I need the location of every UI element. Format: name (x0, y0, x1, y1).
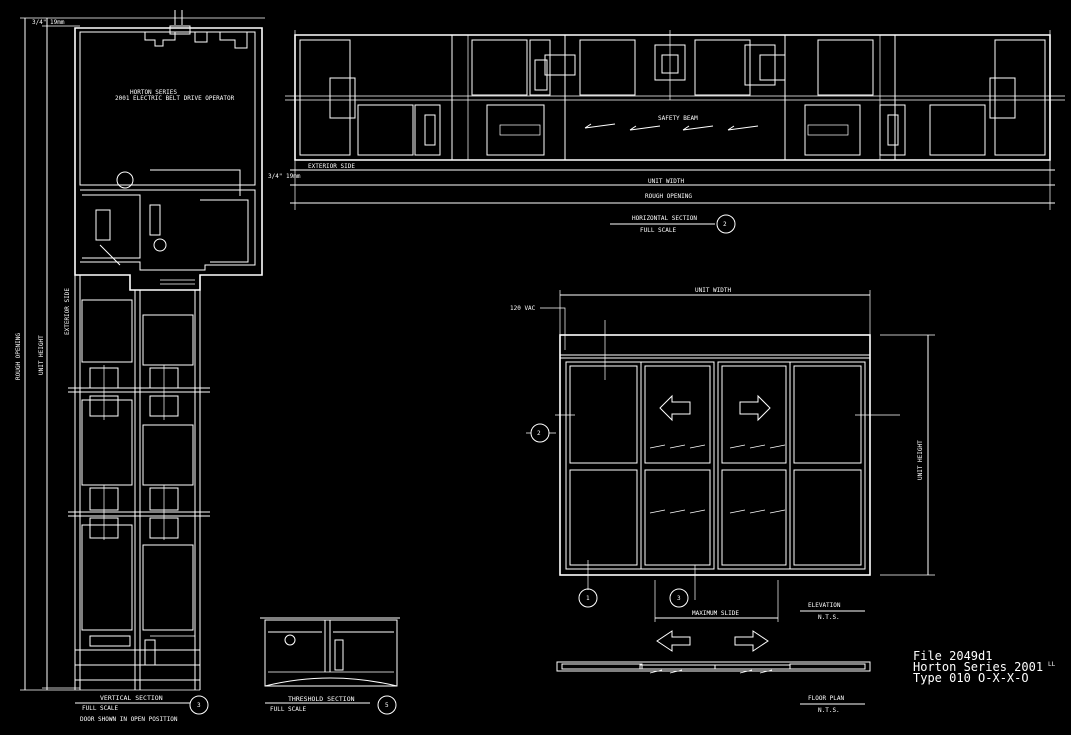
dim-3-4-side: 3/4" 19mm (268, 173, 301, 180)
floor-plan: FLOOR PLAN N.T.S. (556, 630, 871, 714)
type-label: Type 010 O-X-X-O (913, 671, 1029, 685)
elevation-title: ELEVATION (808, 602, 841, 609)
rough-opening-vertical: ROUGH OPENING (15, 333, 22, 380)
vertical-callout: 3 (197, 702, 201, 709)
vertical-section-title: VERTICAL SECTION (100, 694, 163, 702)
horizontal-section-scale: FULL SCALE (640, 227, 677, 234)
callout-1-elev: 1 (586, 595, 590, 602)
dim-3-4-top: 3/4" 19mm (32, 19, 65, 26)
vertical-section: 3/4" 19mm ROUGH OPENING UNIT HEIGHT EXTE… (15, 10, 265, 723)
rough-opening-horizontal: ROUGH OPENING (645, 193, 692, 200)
series-label: Horton Series 2001 (913, 660, 1043, 674)
callout-3-elev: 3 (677, 595, 681, 602)
floor-plan-title: FLOOR PLAN (808, 695, 845, 702)
vertical-section-scale: FULL SCALE (82, 705, 119, 712)
unit-width-horizontal: UNIT WIDTH (648, 178, 685, 185)
threshold-callout: 5 (385, 702, 389, 709)
exterior-side-horizontal: EXTERIOR SIDE (308, 163, 355, 170)
horizontal-section-title: HORIZONTAL SECTION (632, 215, 697, 222)
maximum-slide-label: MAXIMUM SLIDE (692, 610, 739, 617)
operator-label-1: HORTON SERIES (130, 89, 177, 96)
callout-2-elev: 2 (537, 430, 541, 437)
horizontal-section: SAFETY BEAM EXTERIOR SIDE 3/4" 19mm UNIT… (268, 30, 1065, 234)
file-label: File 2049d1 (913, 649, 992, 663)
threshold-section-scale: FULL SCALE (270, 706, 307, 713)
vac-label: 120 VAC (510, 305, 536, 312)
exterior-side-vertical: EXTERIOR SIDE (64, 288, 71, 335)
floor-plan-scale: N.T.S. (818, 707, 840, 714)
title-block: File 2049d1 Horton Series 2001 LL Type 0… (913, 649, 1056, 685)
unit-width-elevation: UNIT WIDTH (695, 287, 732, 294)
threshold-section-title: THRESHOLD SECTION (288, 695, 355, 703)
series-superscript: LL (1048, 661, 1056, 668)
threshold-section: THRESHOLD SECTION FULL SCALE 5 (260, 617, 400, 715)
operator-label-2: 2001 ELECTRIC BELT DRIVE OPERATOR (115, 95, 235, 102)
horizontal-callout: 2 (723, 221, 727, 228)
unit-height-elevation: UNIT HEIGHT (917, 440, 924, 480)
safety-beam-label: SAFETY BEAM (658, 115, 698, 122)
unit-height-vertical: UNIT HEIGHT (38, 335, 45, 375)
vertical-section-note: DOOR SHOWN IN OPEN POSITION (80, 716, 178, 723)
elevation-scale: N.T.S. (818, 614, 840, 621)
elevation: UNIT WIDTH 120 VAC UNIT HEIGHT (510, 287, 935, 622)
